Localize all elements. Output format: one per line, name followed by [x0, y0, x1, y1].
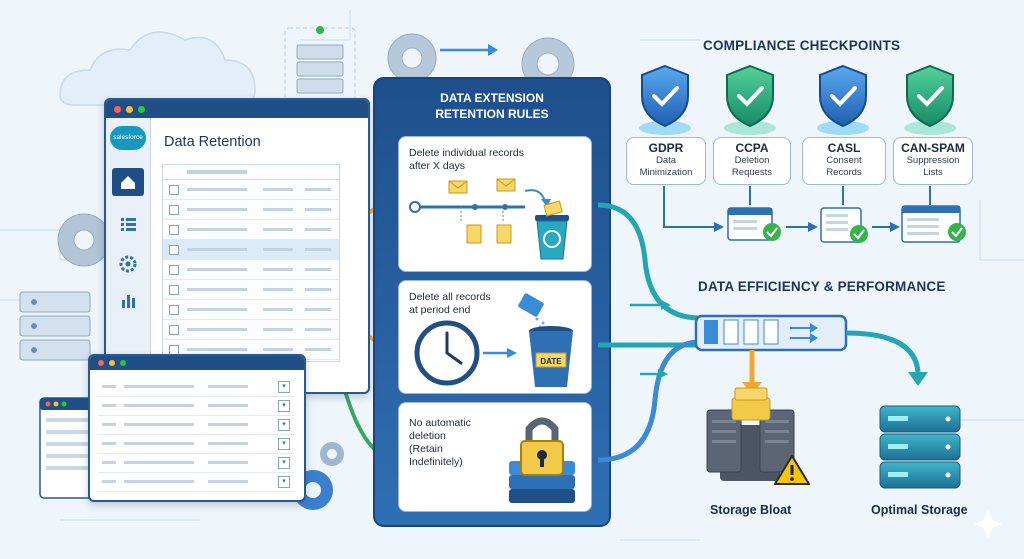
compliance-code: CASL: [827, 141, 861, 155]
can-spam-shield-icon: [904, 64, 956, 135]
compliance-card-can-spam[interactable]: CAN-SPAM Suppression Lists: [893, 137, 973, 185]
compliance-code: CAN-SPAM: [901, 141, 965, 155]
casl-shield-icon: [817, 64, 869, 135]
minimize-dot[interactable]: [109, 360, 115, 366]
compliance-desc: Data Minimization: [639, 155, 693, 178]
rule-card-2[interactable]: Delete all records at period end DATE: [398, 280, 592, 394]
gdpr-shield-icon: [639, 64, 691, 135]
sparkle-icon: [974, 510, 1002, 538]
records-detail-window: ▾ ▾ ▾ ▾ ▾ ▾: [88, 354, 306, 502]
maximize-dot[interactable]: [138, 105, 145, 113]
checkpoint-window: [901, 205, 966, 243]
table-row[interactable]: [163, 200, 339, 220]
padlock-on-database-icon: [509, 417, 575, 503]
compliance-code: CCPA: [735, 141, 769, 155]
list-item[interactable]: ▾: [98, 454, 294, 473]
compliance-desc: Deletion Requests: [731, 155, 773, 178]
optimal-storage-label: Optimal Storage: [871, 503, 968, 517]
clock-and-date-bucket-icon: DATE: [414, 293, 573, 387]
table-row[interactable]: [163, 320, 339, 340]
close-dot[interactable]: [98, 360, 104, 366]
rule-card-3[interactable]: No automatic deletion (Retain Indefinite…: [398, 402, 592, 512]
server-rack-icon: [296, 26, 344, 94]
efficiency-heading: DATA EFFICIENCY & PERFORMANCE: [698, 279, 946, 294]
page-title: Data Retention: [164, 134, 261, 150]
flow-rule-3: [597, 339, 701, 463]
warning-icon: [774, 455, 810, 485]
timeline-to-recycle-bin-icon: [409, 178, 569, 260]
list-item[interactable]: ▾: [98, 378, 294, 397]
checkpoint-window: [727, 207, 781, 241]
row-checkbox[interactable]: [169, 305, 179, 315]
row-checkbox[interactable]: [169, 205, 179, 215]
salesforce-logo: salesforce: [110, 126, 146, 150]
nav-home[interactable]: [112, 168, 144, 196]
row-checkbox[interactable]: [169, 225, 179, 235]
rule-card-1[interactable]: Delete individual records after X days: [398, 136, 592, 272]
svg-text:DATE: DATE: [540, 357, 562, 366]
flow-rule-1: [597, 202, 701, 321]
table-row[interactable]: [163, 260, 339, 280]
row-checkbox[interactable]: [169, 245, 179, 255]
server-stack-icon: [19, 291, 91, 361]
list-item[interactable]: ▾: [98, 473, 294, 492]
list-item[interactable]: ▾: [98, 435, 294, 454]
maximize-dot[interactable]: [120, 360, 126, 366]
window-titlebar: [106, 100, 368, 118]
compliance-card-casl[interactable]: CASL Consent Records: [802, 137, 886, 185]
chevron-down-icon[interactable]: ▾: [278, 381, 290, 393]
checkpoint-window: [820, 207, 868, 243]
compliance-code: GDPR: [648, 141, 684, 155]
compliance-connectors: [663, 186, 931, 228]
compliance-card-gdpr[interactable]: GDPR Data Minimization: [626, 137, 706, 185]
compliance-card-ccpa[interactable]: CCPA Deletion Requests: [713, 137, 791, 185]
gear-icon: [57, 213, 111, 267]
gear-icon[interactable]: [112, 250, 144, 278]
optimal-storage-icon: [879, 405, 961, 489]
compliance-desc: Suppression Lists: [906, 155, 960, 178]
table-row[interactable]: [163, 280, 339, 300]
table-row[interactable]: [163, 240, 339, 260]
rule-3-text: No automatic deletion (Retain Indefinite…: [409, 417, 471, 468]
close-dot[interactable]: [114, 105, 121, 113]
rule-2-text: Delete all records at period end: [409, 291, 491, 316]
window-titlebar: [90, 356, 304, 370]
chevron-down-icon[interactable]: ▾: [278, 457, 290, 469]
table-row[interactable]: [163, 180, 339, 200]
data-retention-window: salesforce Data Retention: [104, 98, 370, 394]
chevron-down-icon[interactable]: ▾: [278, 400, 290, 412]
processing-pipe: [694, 314, 848, 352]
chevron-down-icon[interactable]: ▾: [278, 419, 290, 431]
rules-panel-title: DATA EXTENSION RETENTION RULES: [435, 91, 549, 121]
rule-1-text: Delete individual records after X days: [409, 147, 524, 172]
row-checkbox[interactable]: [169, 325, 179, 335]
list-item[interactable]: ▾: [98, 397, 294, 416]
list-item[interactable]: ▾: [98, 416, 294, 435]
bar-chart-icon[interactable]: [112, 286, 144, 314]
table-row[interactable]: [163, 220, 339, 240]
dashboard-sidebar: salesforce: [106, 118, 151, 392]
row-checkbox[interactable]: [169, 265, 179, 275]
chevron-down-icon[interactable]: ▾: [278, 438, 290, 450]
compliance-heading: COMPLIANCE CHECKPOINTS: [703, 38, 901, 53]
cloud-icon: [59, 31, 256, 106]
list-icon[interactable]: [112, 210, 144, 238]
ccpa-shield-icon: [724, 64, 776, 135]
storage-bloat-label: Storage Bloat: [710, 503, 792, 517]
home-icon: [121, 176, 135, 189]
records-table: [162, 164, 340, 362]
table-row[interactable]: [163, 300, 339, 320]
row-checkbox[interactable]: [169, 185, 179, 195]
row-checkbox[interactable]: [169, 285, 179, 295]
storage-bloat-icon: [706, 387, 795, 481]
chevron-down-icon[interactable]: ▾: [278, 476, 290, 488]
minimize-dot[interactable]: [126, 105, 133, 113]
gear-icon: [387, 33, 437, 83]
compliance-desc: Consent Records: [826, 155, 862, 178]
